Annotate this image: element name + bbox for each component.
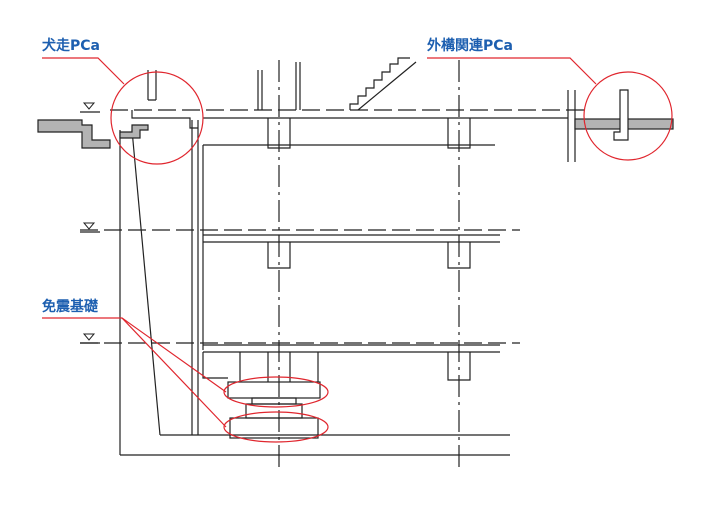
exterior-pca <box>567 89 674 162</box>
callout-exterior-pca: 外構関連PCa <box>427 38 513 54</box>
callout-ellipse-isolator-upper <box>223 376 329 408</box>
leader-line-seismic-lower <box>121 317 227 428</box>
callout-circle-exterior <box>583 71 673 161</box>
callout-walkway-pca: 犬走PCa <box>42 38 100 54</box>
base-slab <box>119 130 510 456</box>
upper-wall-lines <box>257 62 301 110</box>
retaining-wall-edge <box>131 129 161 436</box>
level-triangle-2f <box>82 222 96 230</box>
leader-line-walkway <box>42 57 125 85</box>
callout-ellipse-isolator-lower <box>223 411 329 443</box>
callout-circle-walkway <box>110 71 204 165</box>
seismic-isolator <box>227 381 321 439</box>
slab-2f <box>203 234 500 269</box>
structure-column-left <box>191 120 204 435</box>
staircase <box>349 57 417 111</box>
slab-roof <box>203 117 568 149</box>
leader-line-exterior <box>427 57 597 85</box>
callout-seismic-foundation: 免震基礎 <box>42 299 98 315</box>
slab-1f <box>203 344 500 381</box>
level-triangle-roof <box>82 102 96 110</box>
level-triangle-1f <box>82 333 96 341</box>
walkway-pca <box>37 70 198 149</box>
